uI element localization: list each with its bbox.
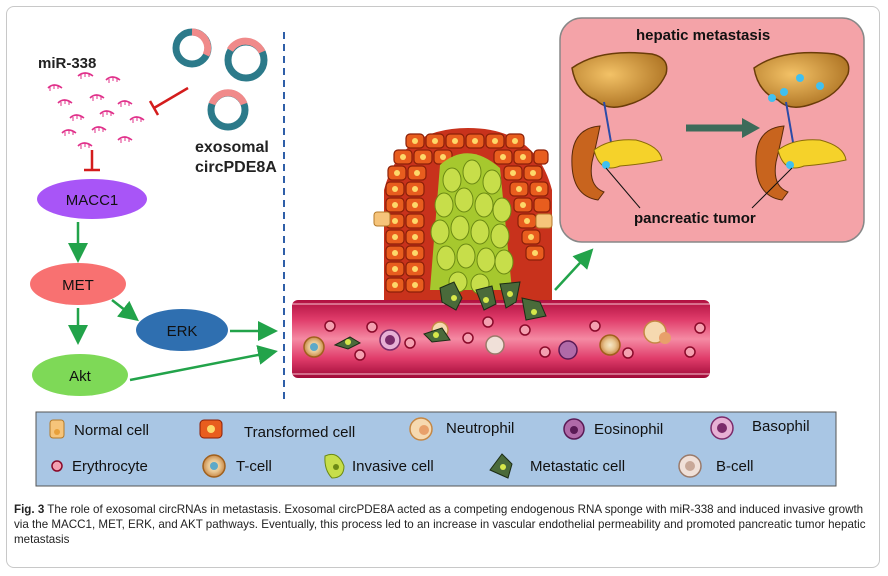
pancreas-right — [755, 125, 847, 201]
macc1-node — [37, 179, 147, 219]
circ-label-2: circPDE8A — [195, 159, 277, 176]
vessel-cells — [303, 316, 706, 361]
akt-node — [32, 354, 128, 396]
legend-label-bcell: B-cell — [716, 458, 754, 475]
legend-row-1: Normal cell Transformed cell Neutrophil … — [49, 416, 810, 441]
liver-right — [753, 51, 850, 108]
circ-label-1: exosomal — [195, 139, 269, 156]
mirna-cluster — [47, 72, 145, 149]
legend-label-neutrophil: Neutrophil — [446, 420, 514, 437]
caption-text: The role of exosomal circRNAs in metasta… — [14, 503, 866, 546]
liver-left — [571, 51, 668, 108]
met-label: MET — [62, 277, 94, 294]
arrow-to-metastasis — [554, 248, 594, 291]
met-node — [30, 263, 126, 305]
legend-label-transformed: Transformed cell — [244, 424, 355, 441]
erk-label: ERK — [167, 323, 198, 340]
erk-node — [136, 309, 228, 351]
legend-label-metastatic: Metastatic cell — [530, 458, 625, 475]
figure-caption: Fig. 3 The role of exosomal circRNAs in … — [14, 502, 872, 547]
inhibition-arrows — [84, 86, 189, 172]
legend-label-basophil: Basophil — [752, 418, 810, 435]
legend-label-tcell: T-cell — [236, 458, 272, 475]
arrow-akt-vessel — [129, 345, 278, 382]
diagram: miR-338 exosomal circPDE8A MACC1 MET ERK… — [30, 17, 865, 487]
arrow-met-erk — [111, 299, 139, 322]
circrna-rings — [172, 28, 268, 131]
akt-label: Akt — [69, 368, 92, 385]
pancreas-left — [571, 125, 663, 201]
legend-label-eosinophil: Eosinophil — [594, 421, 663, 438]
tumor-mass — [373, 128, 553, 321]
legend-box — [35, 411, 837, 487]
pancreatic-label: pancreatic tumor — [634, 210, 756, 227]
mirna-label: miR-338 — [38, 55, 96, 72]
legend-label-normal: Normal cell — [74, 422, 149, 439]
legend-row-2: Erythrocyte T-cell Invasive cell Metasta… — [51, 453, 754, 479]
erythrocyte-icon — [51, 460, 63, 472]
macc1-label: MACC1 — [66, 192, 119, 209]
legend-label-erythrocyte: Erythrocyte — [72, 458, 148, 475]
hepatic-label: hepatic metastasis — [636, 27, 770, 44]
caption-fig-label: Fig. 3 — [14, 503, 45, 516]
legend-label-invasive: Invasive cell — [352, 458, 434, 475]
